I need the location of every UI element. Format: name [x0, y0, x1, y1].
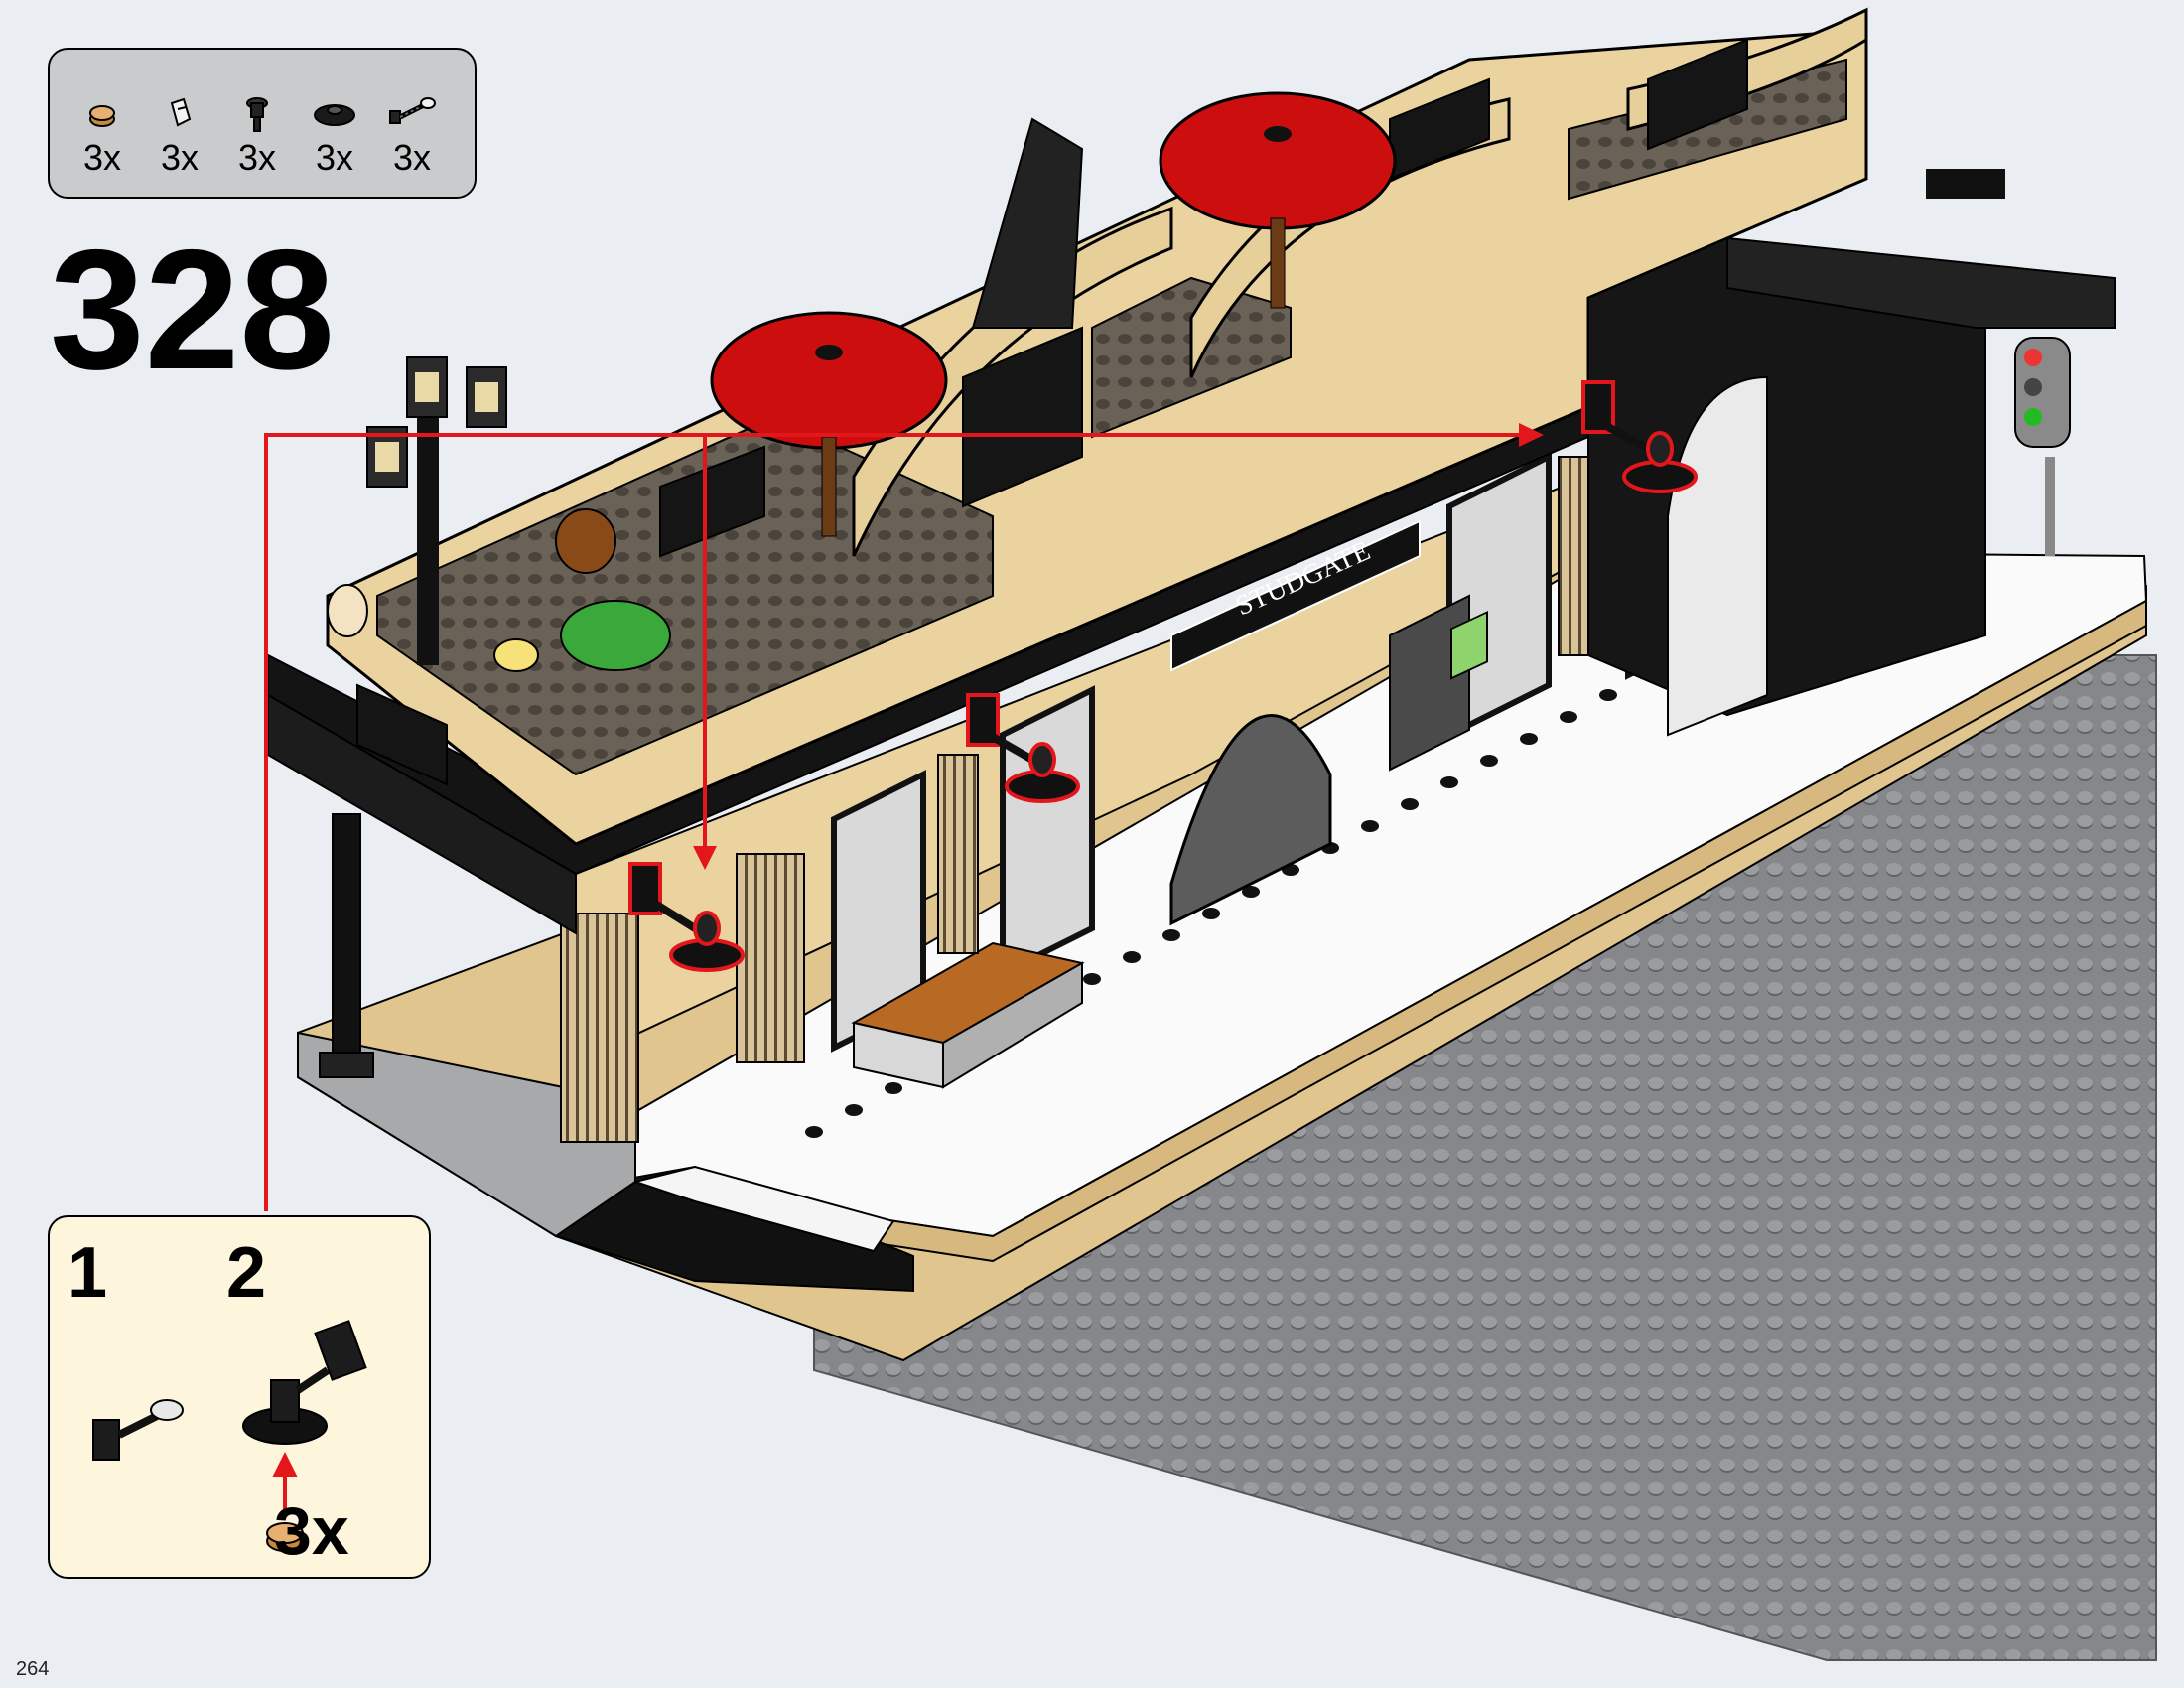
- sub-assembly-box: [48, 1215, 431, 1579]
- part-qty: 3x: [160, 137, 200, 178]
- ramp-white-top: [631, 1165, 895, 1253]
- tan-round-tile-icon: [89, 105, 115, 127]
- part-item: 3x: [222, 89, 292, 189]
- part-item: 3x: [377, 89, 447, 189]
- black-lamp-holder-icon: [246, 97, 268, 132]
- roof-deck: [376, 415, 994, 776]
- black-statue: [962, 117, 1084, 508]
- bar-clip-icon: [170, 97, 192, 127]
- step-number: 328: [50, 214, 335, 405]
- part-item: 3x: [68, 89, 137, 189]
- red-umbrella: [710, 311, 948, 537]
- red-callout-arrows: [264, 433, 1524, 1211]
- traffic-light: [2014, 337, 2071, 556]
- tan-columns: [560, 456, 1599, 1143]
- new-lamp-assembly: [628, 862, 745, 972]
- parts-list-box: 3x 3x 3x 3x 3x: [48, 48, 477, 199]
- black-signal-tower: [1587, 169, 2116, 737]
- sub-assembly-multiplier: 3x: [274, 1493, 349, 1569]
- part-item: 3x: [300, 89, 369, 189]
- roof-deck-3: [1568, 58, 1847, 201]
- page-number: 264: [16, 1658, 50, 1680]
- part-qty: 3x: [392, 137, 432, 178]
- new-lamp-assembly: [966, 693, 1080, 803]
- sub-step-2-number: 2: [226, 1233, 267, 1313]
- part-item: 3x: [145, 89, 214, 189]
- triple-street-lamp: [366, 356, 507, 665]
- ticket-machine: [1389, 594, 1488, 772]
- part-qty: 3x: [82, 137, 122, 178]
- red-umbrella: [1159, 91, 1397, 309]
- black-round-dish-icon: [314, 104, 355, 126]
- black-lamppost: [319, 813, 374, 1078]
- black-hose-arm-icon: [389, 97, 436, 124]
- brown-bench: [851, 941, 1085, 1089]
- minifigure-and-plant: [327, 508, 671, 672]
- new-lamp-assembly: [1581, 380, 1698, 493]
- red-arrow-head: [693, 846, 717, 870]
- station-archway: [1169, 714, 1332, 926]
- part-qty: 3x: [315, 137, 354, 178]
- red-arrow-head: [1519, 423, 1544, 447]
- part-qty: 3x: [237, 137, 277, 178]
- sub-step-1-number: 1: [68, 1233, 108, 1313]
- roof-ornaments: [356, 38, 1748, 786]
